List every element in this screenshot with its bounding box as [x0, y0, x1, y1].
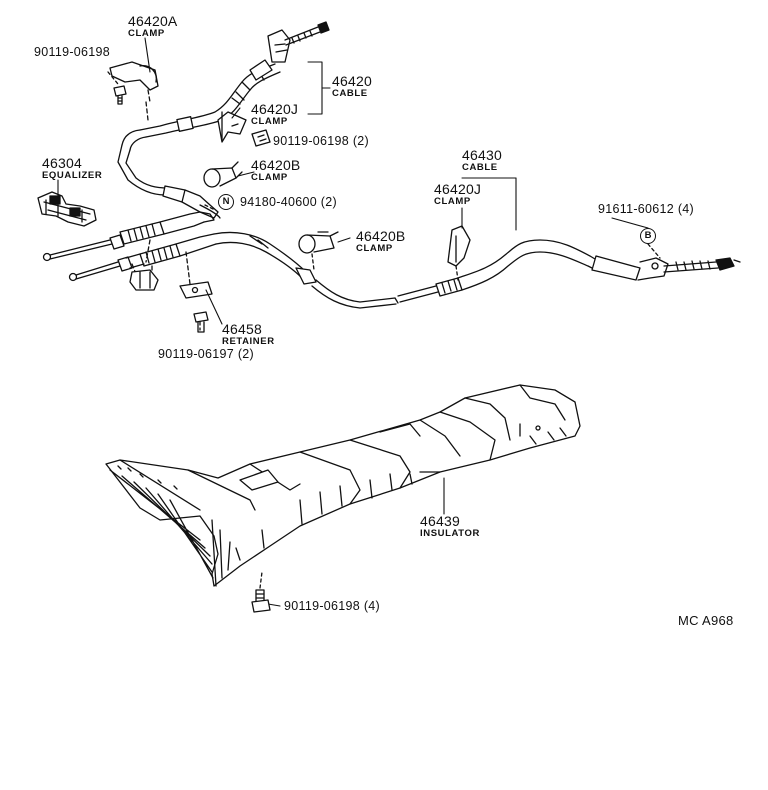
label-46420b-mid: 46420B CLAMP	[356, 229, 405, 254]
clip-n-leader	[204, 204, 216, 211]
bolt-label-b4: 91611-60612 (4)	[598, 202, 695, 216]
part-number: 46458	[222, 321, 262, 337]
clip-b-leader	[647, 243, 661, 259]
marker-b-icon: B	[640, 228, 656, 244]
part-name: RETAINER	[222, 336, 275, 347]
diagram-code: MC A968	[678, 613, 734, 628]
part-number: 46420J	[251, 101, 299, 117]
bolt-bottom	[251, 589, 271, 613]
label-46458: 46458 RETAINER	[222, 322, 275, 347]
bolt-label-b3: 94180-40600 (2)	[240, 195, 337, 209]
label-46420j-top: 46420J CLAMP	[251, 102, 298, 127]
label-46420j-right: 46420J CLAMP	[434, 182, 481, 207]
label-46430: 46430 CABLE	[462, 148, 502, 173]
rear-cable-46430-left	[42, 211, 741, 309]
part-name: CLAMP	[434, 196, 471, 207]
part-number: 46420A	[128, 13, 178, 29]
part-number: 46420B	[251, 157, 301, 173]
bolt-label-b6: 90119-06198 (4)	[284, 599, 381, 613]
part-number: 46420J	[434, 181, 482, 197]
part-name: CLAMP	[251, 172, 288, 183]
part-name: CLAMP	[356, 243, 393, 254]
label-46439: 46439 INSULATOR	[420, 514, 480, 539]
part-number: 46430	[462, 147, 502, 163]
bolt-label-b5: 90119-06197 (2)	[158, 347, 255, 361]
bolt-label-b1: 90119-06198	[34, 45, 111, 59]
leader-lines	[57, 37, 649, 607]
clamp-46420a	[109, 61, 159, 121]
part-name: CLAMP	[128, 28, 165, 39]
part-name: INSULATOR	[420, 528, 480, 539]
part-number: 46304	[42, 155, 82, 171]
clamp-46420b-mid	[298, 231, 339, 271]
part-number: 46420	[332, 73, 372, 89]
front-cable-46420	[117, 21, 330, 219]
clamp-46420j-right	[447, 225, 471, 281]
equalizer-46304	[37, 191, 97, 227]
bolt-top-left	[107, 71, 127, 105]
marker-n-icon: N	[218, 194, 234, 210]
part-number: 46420B	[356, 228, 406, 244]
label-46420: 46420 CABLE	[332, 74, 372, 99]
insulator-46439	[105, 384, 581, 587]
retainer-46458	[129, 269, 213, 333]
label-46420a: 46420A CLAMP	[128, 14, 177, 39]
label-46420b-top: 46420B CLAMP	[251, 158, 300, 183]
part-name: CLAMP	[251, 116, 288, 127]
bolt-label-b2: 90119-06198 (2)	[273, 134, 370, 148]
clamp-46420b-top	[203, 161, 243, 188]
part-number: 46439	[420, 513, 460, 529]
part-name: EQUALIZER	[42, 170, 103, 181]
part-name: CABLE	[332, 88, 368, 99]
bolt-bottom-leader	[259, 571, 263, 589]
clamp-46420j-top	[217, 111, 247, 143]
part-name: CABLE	[462, 162, 498, 173]
label-46304: 46304 EQUALIZER	[42, 156, 102, 181]
bolt-clamp-top	[251, 129, 271, 147]
